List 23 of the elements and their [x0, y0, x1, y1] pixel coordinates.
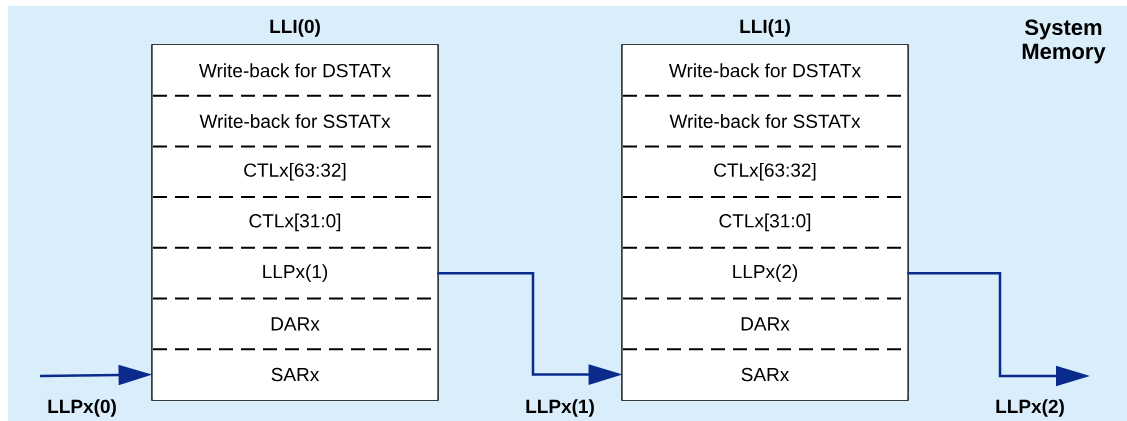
- edge-label: LLPx(1): [526, 399, 594, 417]
- node-label: LLI(1): [740, 19, 790, 37]
- node-label: CTLx[63:32]: [244, 162, 346, 181]
- register-field: SARx: [622, 349, 908, 400]
- register-field: Write-back for SSTATx: [152, 95, 438, 147]
- register-field: LLPx(1): [152, 247, 438, 299]
- node-label: CTLx[31:0]: [719, 213, 811, 232]
- register-field: DARx: [152, 298, 438, 350]
- register-field: SARx: [152, 349, 438, 400]
- edge-label: LLPx(2): [996, 399, 1064, 417]
- node-label: CTLx[63:32]: [714, 162, 816, 181]
- register-field: Write-back for DSTATx: [622, 45, 908, 96]
- register-field: Write-back for SSTATx: [622, 95, 908, 147]
- register-field: CTLx[63:32]: [152, 146, 438, 198]
- register-field: CTLx[31:0]: [622, 197, 908, 248]
- register-field: CTLx[63:32]: [622, 146, 908, 198]
- register-field: Write-back for DSTATx: [152, 45, 438, 96]
- node-label: CTLx[31:0]: [249, 213, 341, 232]
- register-field: DARx: [622, 298, 908, 350]
- register-field: CTLx[31:0]: [152, 197, 438, 248]
- edge-label: LLPx(0): [48, 399, 116, 417]
- node-label: LLI(0): [270, 19, 320, 37]
- register-field: LLPx(2): [622, 247, 908, 299]
